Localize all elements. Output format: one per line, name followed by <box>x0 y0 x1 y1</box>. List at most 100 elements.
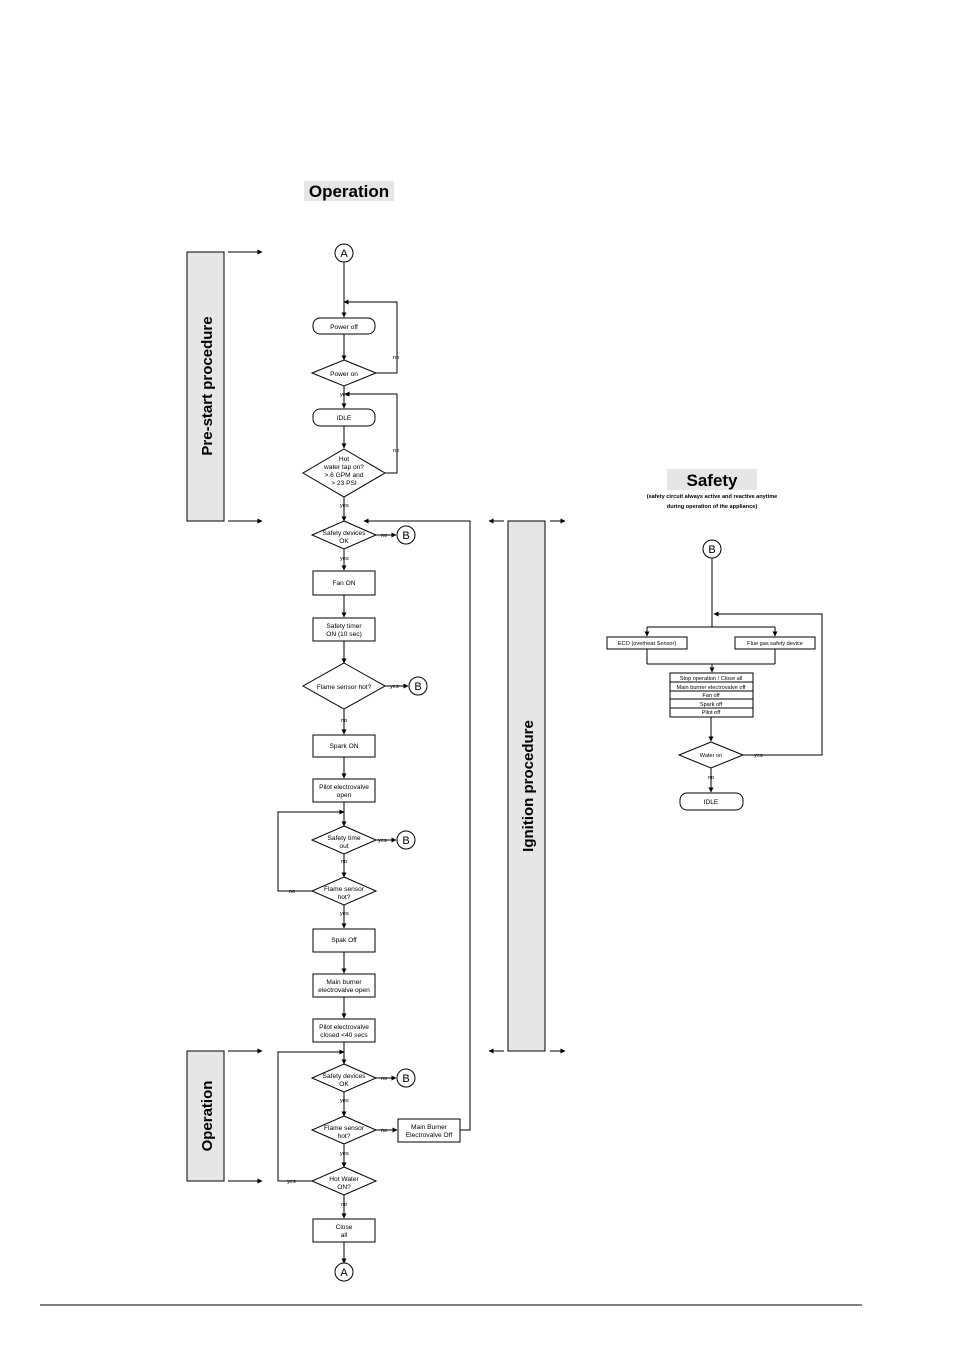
svg-text:yes: yes <box>378 838 387 844</box>
node-fan-on: Fan ON <box>312 570 376 596</box>
node-eco: ECO (overheat Sensor) <box>606 636 688 650</box>
svg-text:Safety timer: Safety timer <box>326 623 362 630</box>
node-flame-sensor-hot-3: Flame sensor hot? <box>310 1115 378 1145</box>
svg-text:no: no <box>393 355 399 361</box>
node-flame-sensor-hot-2: Flame sensor hot? <box>310 876 378 906</box>
svg-text:no: no <box>289 889 295 895</box>
node-flue-gas: Flue gas safety device <box>734 636 816 650</box>
svg-text:Hot Water: Hot Water <box>329 1176 359 1183</box>
svg-text:>.6 GPM and: >.6 GPM and <box>324 472 363 479</box>
svg-text:B: B <box>402 530 409 542</box>
svg-text:OK: OK <box>339 1081 349 1088</box>
svg-text:Pilot off: Pilot off <box>702 710 721 716</box>
svg-text:all: all <box>341 1232 348 1239</box>
svg-text:yes: yes <box>340 911 349 917</box>
safety-title-bg <box>667 469 757 490</box>
svg-text:Main Burner: Main Burner <box>411 1124 448 1131</box>
node-pilot-closed: Pilot electrovalve closed <40 secs <box>312 1018 376 1043</box>
band-ignition: Ignition procedure <box>488 518 566 1054</box>
svg-text:no: no <box>341 1202 347 1208</box>
svg-text:Stop operation / Close all: Stop operation / Close all <box>680 676 743 682</box>
svg-text:B: B <box>414 681 421 693</box>
svg-text:water tap on?: water tap on? <box>323 464 364 471</box>
svg-text:yes: yes <box>340 392 349 398</box>
band-prestart: Pre-start procedure <box>186 249 263 524</box>
svg-text:yes: yes <box>754 753 763 759</box>
svg-text:no: no <box>381 1128 387 1134</box>
svg-text:Main burner: Main burner <box>326 979 362 986</box>
svg-text:electrovalve open: electrovalve open <box>318 987 370 994</box>
svg-text:Spark off: Spark off <box>700 702 723 708</box>
safety-subtitle-2: during operation of the appliance) <box>667 504 758 510</box>
svg-text:Electrovalve Off: Electrovalve Off <box>406 1132 453 1139</box>
svg-text:no: no <box>393 448 399 454</box>
node-close-all: Close all <box>312 1218 376 1243</box>
band-prestart-label: Pre-start procedure <box>199 316 216 455</box>
svg-text:Flue gas safety device: Flue gas safety device <box>747 641 803 647</box>
band-ignition-label: Ignition procedure <box>520 720 537 852</box>
node-safety-devices-1: Safety devices OK <box>310 520 378 550</box>
svg-text:Close: Close <box>336 1224 353 1231</box>
svg-text:Fan off: Fan off <box>702 693 720 699</box>
connector-b-3: B <box>396 830 416 850</box>
svg-text:yes: yes <box>340 1151 349 1157</box>
node-hot-water-tap: Hot water tap on? >.6 GPM and > 23 PSI <box>302 448 386 498</box>
svg-text:Power on: Power on <box>330 371 358 378</box>
loop-lines <box>277 299 471 1182</box>
connector-a-top: A <box>334 243 354 263</box>
svg-text:Main burner electrovalve off: Main burner electrovalve off <box>677 685 746 691</box>
svg-text:B: B <box>402 835 409 847</box>
title-bg <box>304 181 394 201</box>
band-operation-label: Operation <box>199 1081 216 1152</box>
node-power-off: Power off <box>312 317 376 335</box>
svg-text:ECO (overheat Sensor): ECO (overheat Sensor) <box>618 641 677 647</box>
node-main-burner-open: Main burner electrovalve open <box>312 973 376 998</box>
svg-text:Fan ON: Fan ON <box>332 580 355 587</box>
node-main-burner-off: Main Burner Electrovalve Off <box>397 1118 461 1143</box>
svg-text:A: A <box>340 1267 348 1279</box>
band-operation: Operation <box>186 1048 263 1184</box>
node-pilot-open: Pilot electrovalve open <box>312 778 376 803</box>
svg-text:no: no <box>341 859 347 865</box>
svg-text:A: A <box>340 248 348 260</box>
node-safety-time-out: Safety time out <box>310 825 378 855</box>
svg-text:Hot: Hot <box>339 456 349 463</box>
node-water-on: Water on <box>677 741 745 769</box>
node-hot-water-on: Hot Water ON? <box>310 1166 378 1196</box>
svg-text:yes: yes <box>340 503 349 509</box>
svg-text:Water on: Water on <box>700 753 723 759</box>
svg-text:no: no <box>381 1076 387 1082</box>
safety-subtitle-1: (safety circuit always active and reacti… <box>647 494 778 500</box>
node-idle: IDLE <box>312 408 376 427</box>
svg-text:out: out <box>339 843 348 850</box>
node-power-on: Power on <box>310 359 378 387</box>
node-stop-list: Stop operation / Close all Main burner e… <box>669 672 754 718</box>
connector-b-safety: B <box>702 539 722 559</box>
svg-text:ON?: ON? <box>337 1184 351 1191</box>
svg-text:Safety time: Safety time <box>328 835 361 842</box>
svg-text:Flame sensor: Flame sensor <box>324 1125 365 1132</box>
node-spark-off: Spak Off <box>312 928 376 953</box>
connector-b-1: B <box>396 525 416 545</box>
node-safety-devices-2: Safety devices OK <box>310 1063 378 1093</box>
svg-text:yes: yes <box>287 1179 296 1185</box>
svg-text:Flame sensor: Flame sensor <box>324 886 365 893</box>
svg-text:B: B <box>402 1073 409 1085</box>
svg-text:Power off: Power off <box>330 324 358 331</box>
svg-text:ON (10 sec): ON (10 sec) <box>326 631 362 638</box>
flow-labels: no yes no yes no yes yes no yes no no ye… <box>287 355 399 1208</box>
safety-diagram: B ECO (overheat Sensor) Flue gas safety … <box>606 539 823 811</box>
svg-text:Pilot electrovalve: Pilot electrovalve <box>319 784 369 791</box>
svg-text:> 23 PSI: > 23 PSI <box>331 480 357 487</box>
svg-text:B: B <box>708 544 715 556</box>
node-safety-idle: IDLE <box>679 792 744 811</box>
svg-text:closed <40 secs: closed <40 secs <box>320 1032 368 1039</box>
svg-text:Pilot electrovalve: Pilot electrovalve <box>319 1024 369 1031</box>
svg-text:IDLE: IDLE <box>704 799 719 806</box>
node-spark-on: Spark ON <box>312 734 376 758</box>
svg-text:yes: yes <box>390 684 399 690</box>
node-flame-sensor-hot-1: Flame sensor hot? <box>301 662 387 710</box>
svg-text:yes: yes <box>340 1098 349 1104</box>
connector-b-2: B <box>408 676 428 696</box>
